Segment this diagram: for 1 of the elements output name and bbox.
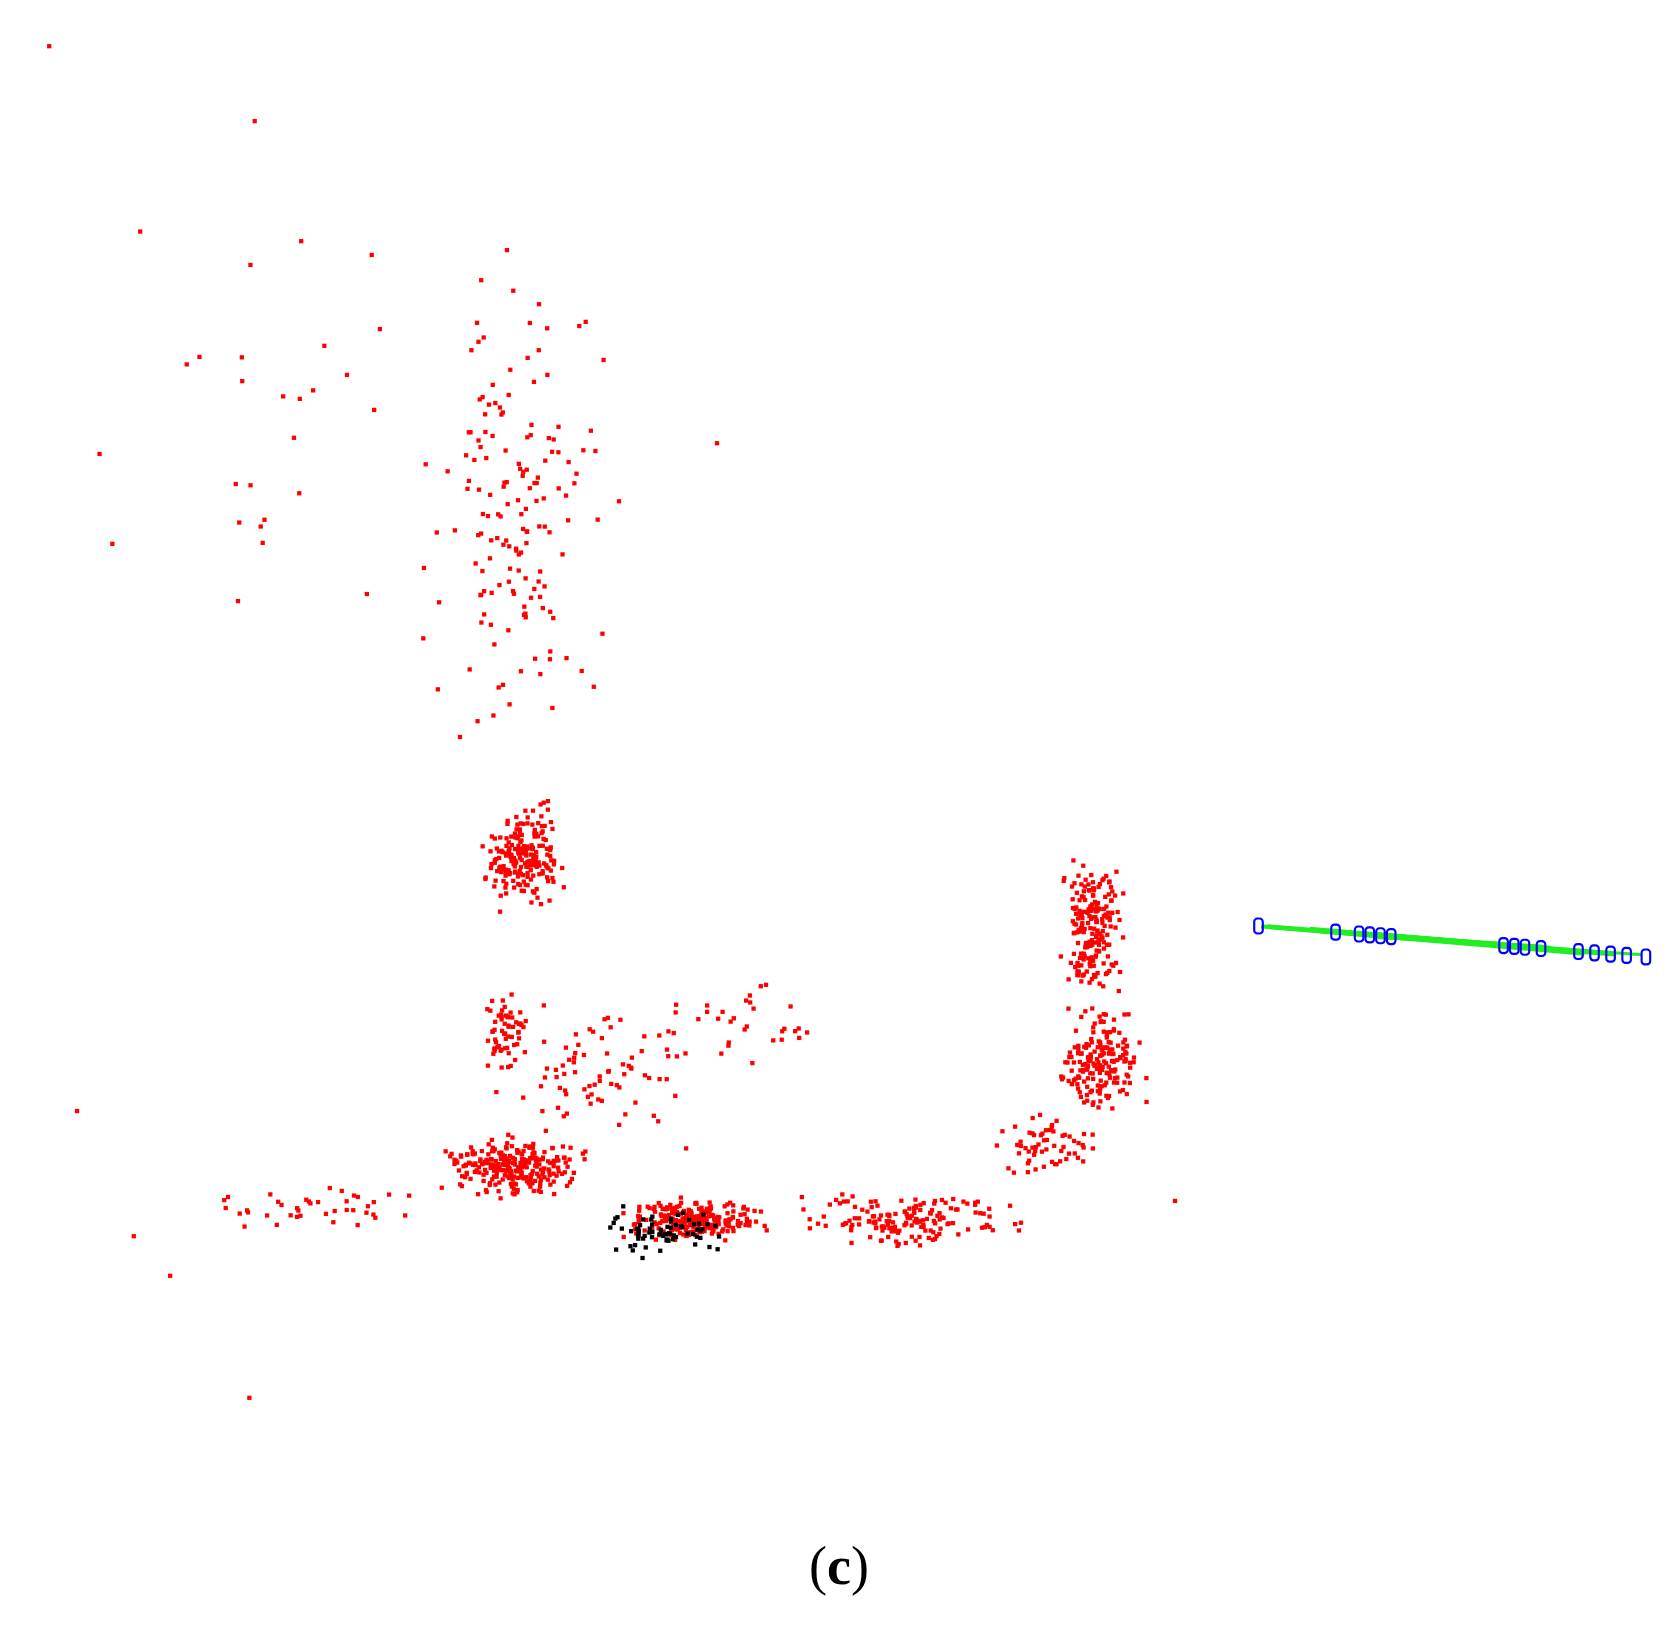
figure-caption: (c) (809, 1535, 869, 1597)
